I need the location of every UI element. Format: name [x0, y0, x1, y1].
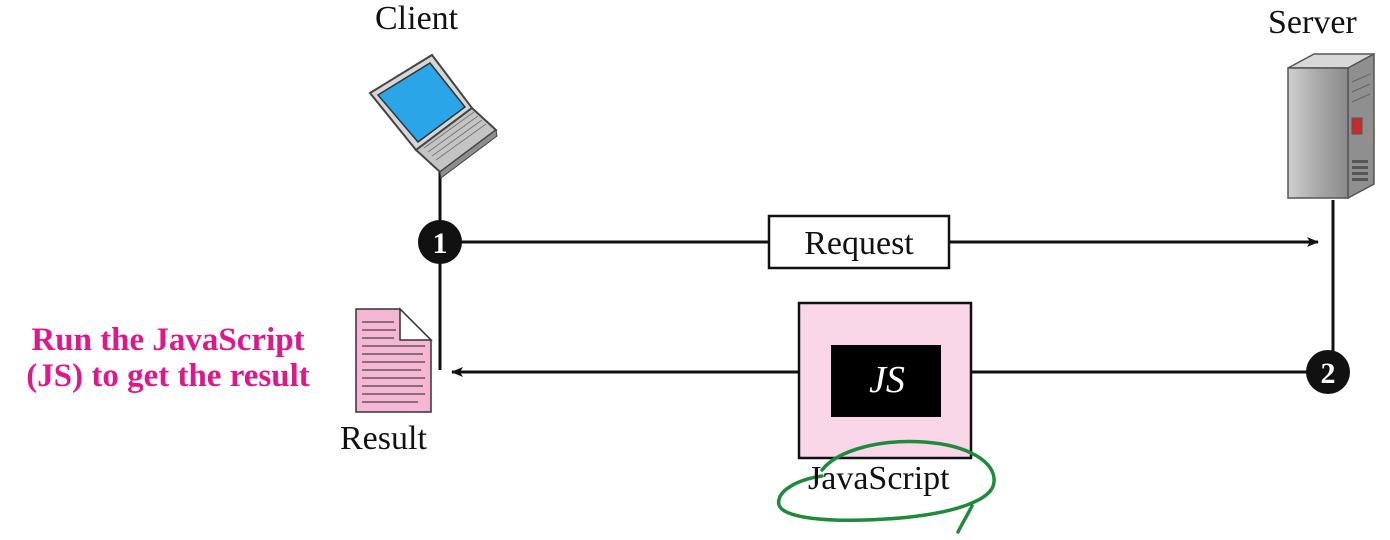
laptop-icon	[368, 53, 498, 179]
step-2-badge: 2	[1306, 350, 1350, 394]
step-1-badge: 1	[418, 220, 462, 264]
step-1-number: 1	[433, 227, 448, 260]
javascript-box	[797, 301, 973, 460]
server-title: Server	[1268, 4, 1357, 41]
highlight-circle	[777, 439, 996, 534]
result-label: Result	[340, 420, 427, 457]
run-javascript-caption: Run the JavaScript (JS) to get the resul…	[2, 322, 334, 395]
javascript-label: JavaScript	[808, 460, 950, 497]
js-badge-text: JS	[869, 359, 905, 401]
caption-line-1: Run the JavaScript	[31, 322, 305, 358]
request-box	[767, 214, 951, 270]
request-label: Request	[804, 225, 914, 262]
caption-line-2: (JS) to get the result	[26, 358, 310, 395]
step-2-number: 2	[1321, 357, 1336, 390]
document-icon	[355, 307, 433, 413]
server-tower-icon	[1287, 52, 1375, 200]
client-title: Client	[375, 0, 459, 37]
js-badge	[831, 345, 941, 417]
